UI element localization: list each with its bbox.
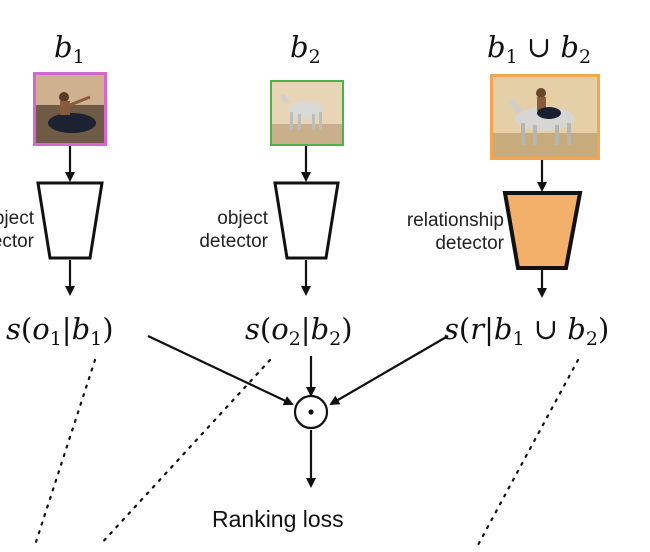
column-title-b2: b2	[290, 30, 321, 68]
image-region-union	[490, 74, 600, 160]
relationship-detector-shape	[502, 191, 583, 270]
score-object-1: s(o1|b1)	[6, 312, 114, 350]
image-region-b2	[270, 80, 344, 146]
relationship-detector-label: relationship detector	[406, 210, 504, 254]
ranking-loss-label: Ranking loss	[212, 506, 344, 532]
dotted-line-1	[33, 358, 97, 547]
dotted-line-2	[98, 358, 272, 547]
dotted-line-3	[476, 358, 580, 547]
object-detector-1-shape	[36, 181, 104, 260]
product-dot	[308, 409, 314, 415]
score-relationship: s(r|b1 ∪ b2)	[444, 312, 610, 350]
arrow-score3-to-product	[329, 335, 449, 406]
object-detector-2-label: object detector	[199, 208, 268, 252]
column-title-b1: b1	[54, 30, 85, 68]
score-object-2: s(o2|b2)	[245, 312, 353, 350]
arrow-score1-to-product	[147, 335, 294, 406]
object-detector-2-shape	[273, 181, 340, 260]
image-region-b1	[33, 72, 107, 146]
column-title-union: b1 ∪ b2	[487, 30, 592, 68]
object-detector-1-label: object detector	[0, 208, 34, 252]
